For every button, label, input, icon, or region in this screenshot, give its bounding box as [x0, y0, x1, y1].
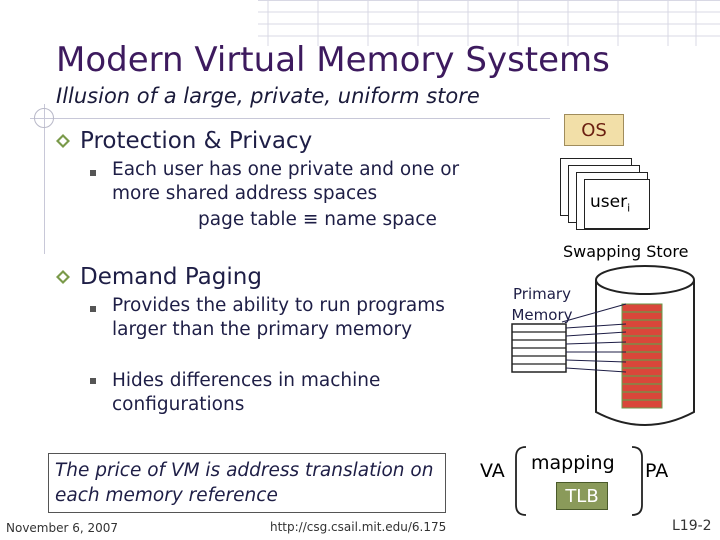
- footer-slide-number: L19-2: [672, 518, 712, 534]
- user-label: useri: [590, 192, 631, 215]
- swapping-store-cylinder: [595, 265, 695, 426]
- footer-url[interactable]: http://csg.csail.mit.edu/6.175: [270, 520, 447, 534]
- primary-memory-label: Primary Memory: [511, 285, 573, 324]
- decorative-line: [30, 118, 550, 119]
- mapping-bracket: [515, 446, 643, 516]
- pa-label: PA: [645, 460, 669, 482]
- footer-date: November 6, 2007: [6, 521, 119, 535]
- bullet-item: Hides differences in machine configurati…: [112, 370, 381, 415]
- slide-title: Modern Virtual Memory Systems: [56, 40, 610, 80]
- mapping-label: mapping: [531, 452, 615, 474]
- memory-arrow: [561, 303, 627, 323]
- diamond-bullet-icon: [56, 134, 70, 148]
- section-heading-demand-paging: Demand Paging: [56, 264, 262, 290]
- section-heading-text: Demand Paging: [80, 264, 262, 290]
- square-bullet-icon: [90, 170, 96, 176]
- bullet-item: Each user has one private and one or mor…: [112, 159, 460, 204]
- square-bullet-icon: [90, 306, 96, 312]
- diamond-bullet-icon: [56, 270, 70, 284]
- square-bullet-icon: [90, 378, 96, 384]
- section-heading-text: Protection & Privacy: [80, 128, 313, 154]
- user-page: [584, 179, 650, 229]
- decorative-grid: [258, 0, 720, 46]
- tlb-box: TLB: [556, 482, 608, 510]
- decorative-circle: [34, 108, 54, 128]
- slide-subtitle: Illusion of a large, private, uniform st…: [56, 84, 480, 108]
- os-box: OS: [564, 114, 624, 146]
- price-note-box: The price of VM is address translation o…: [48, 453, 446, 513]
- section-heading-protection: Protection & Privacy: [56, 128, 312, 154]
- bullet-item: page table ≡ name space: [198, 209, 437, 230]
- primary-memory-block: [511, 323, 627, 373]
- bullet-item: Provides the ability to run programs lar…: [112, 295, 445, 340]
- decorative-line: [44, 104, 45, 254]
- swapping-store-label: Swapping Store: [563, 242, 689, 261]
- va-label: VA: [480, 460, 505, 482]
- swap-page-column: [621, 303, 663, 409]
